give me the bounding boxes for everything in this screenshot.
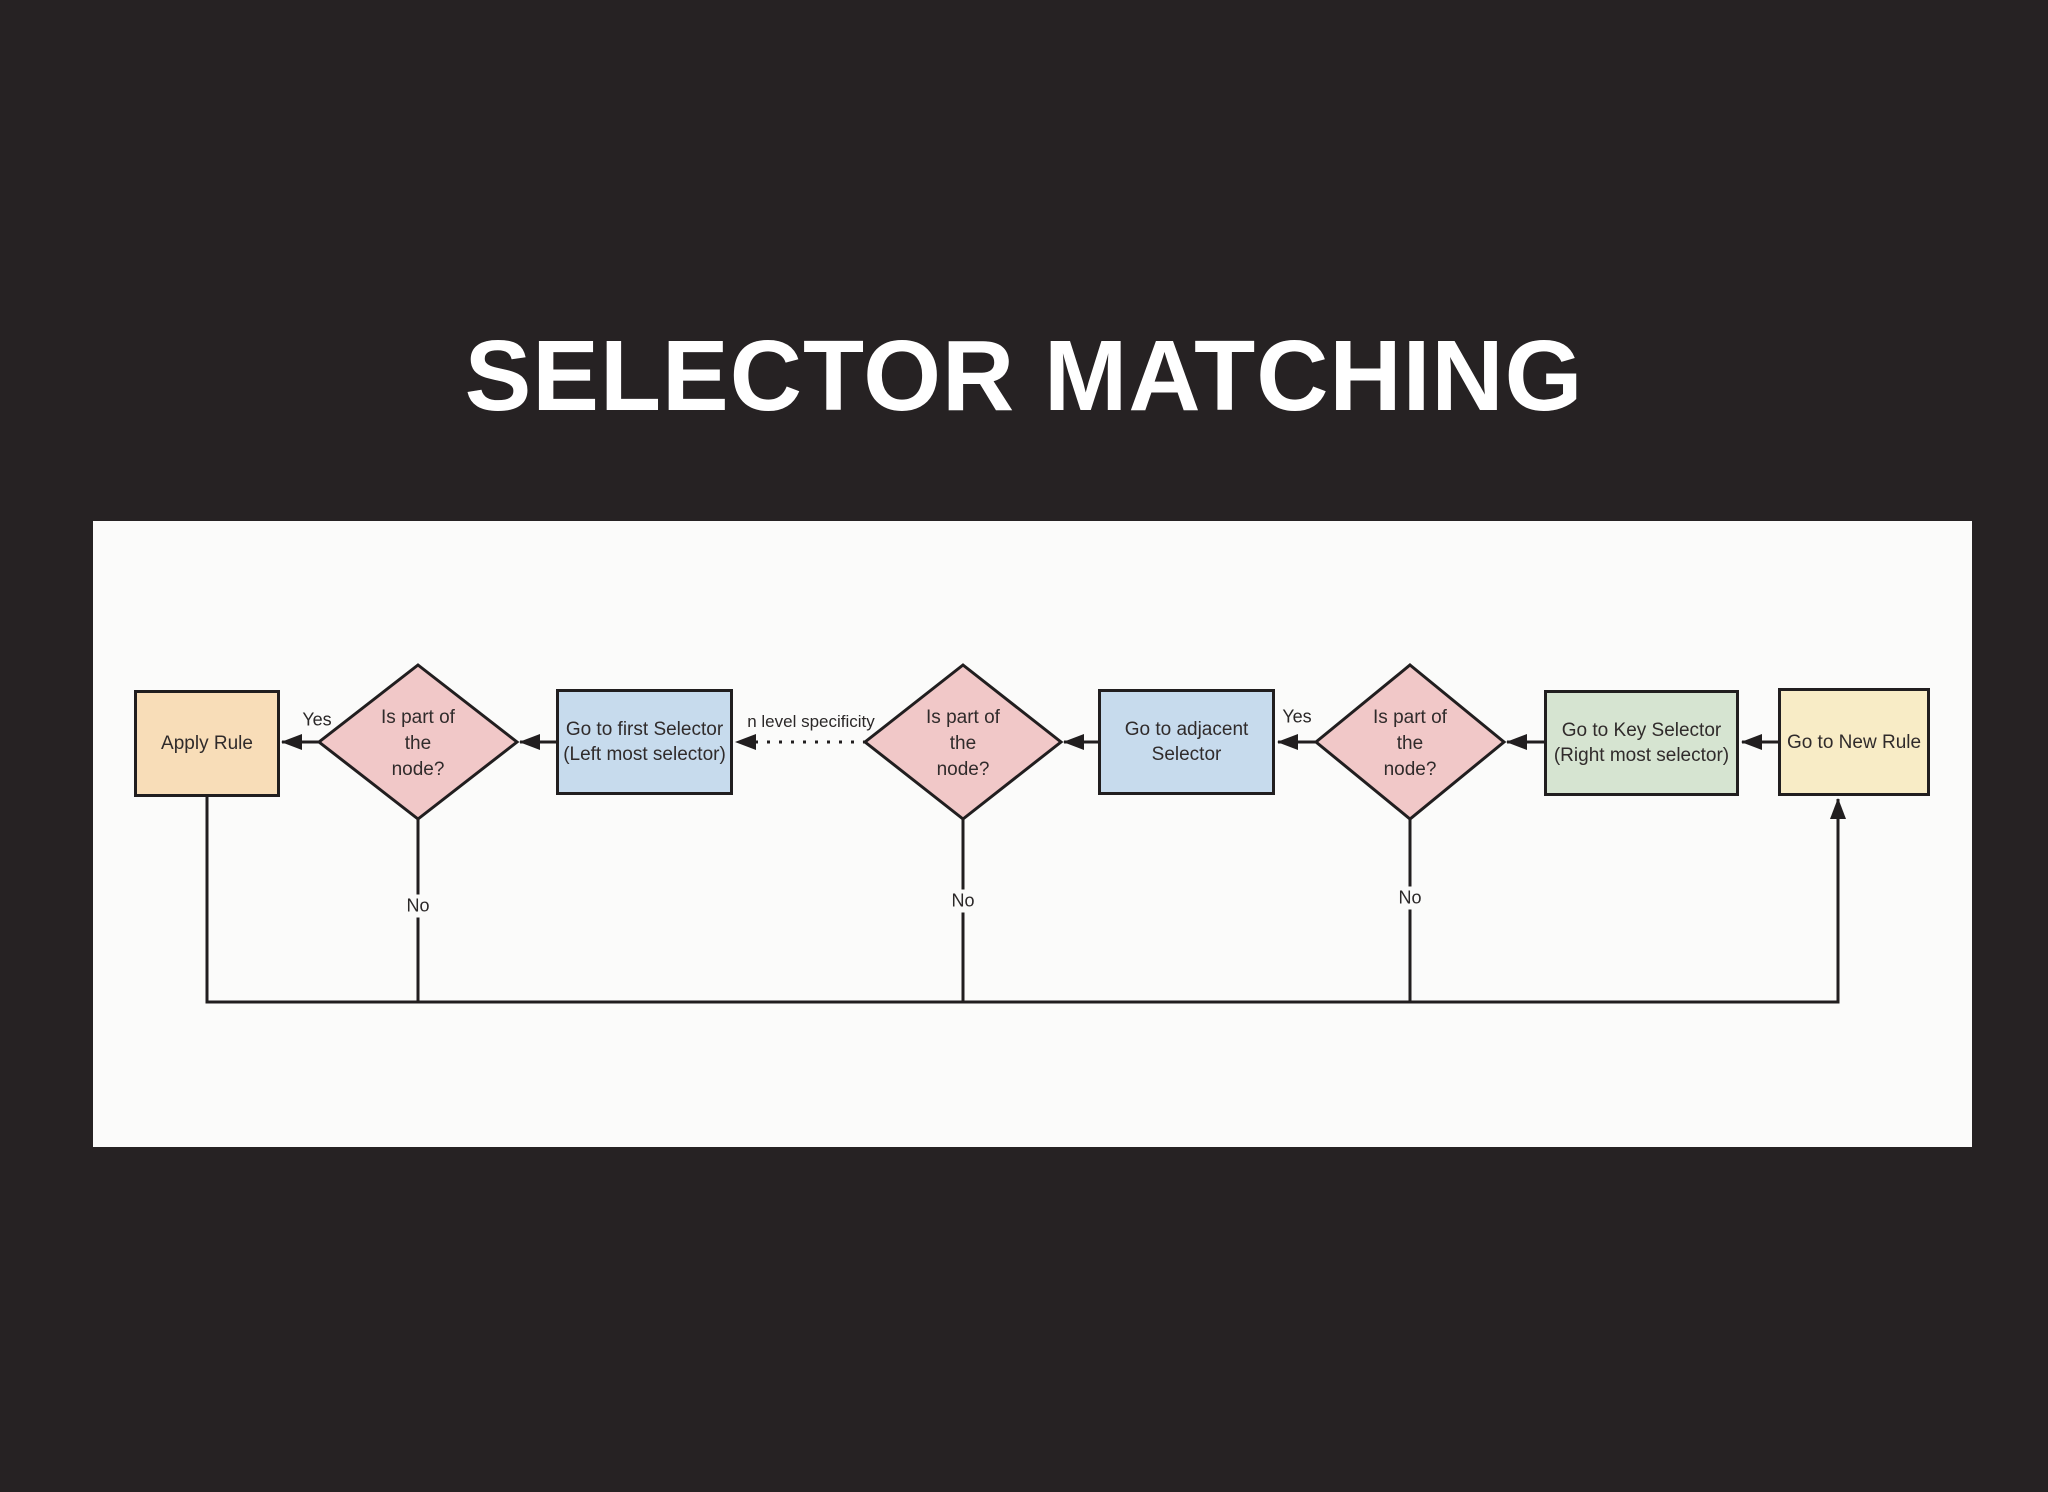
decision-diamond-2 <box>862 663 1064 821</box>
edge-label-no-1: No <box>402 894 434 918</box>
decision-diamond-1 <box>316 663 520 821</box>
decision-diamond-3 <box>1313 663 1507 821</box>
edge-label-yes-right: Yes <box>1282 706 1312 727</box>
node-go-to-adjacent-selector: Go to adjacent Selector <box>1098 689 1275 795</box>
node-go-to-key-selector: Go to Key Selector (Right most selector) <box>1544 690 1739 796</box>
edge-label-no-2: No <box>947 889 979 913</box>
decision-2-label: Is part of the node? <box>926 707 1000 780</box>
decision-1-label: Is part of the node? <box>381 707 455 780</box>
decision-3-label: Is part of the node? <box>1373 707 1447 780</box>
node-go-to-first-selector: Go to first Selector (Left most selector… <box>556 689 733 795</box>
edge-label-yes-left: Yes <box>302 709 332 730</box>
node-go-to-new-rule: Go to New Rule <box>1778 688 1930 796</box>
node-apply-rule: Apply Rule <box>134 690 280 797</box>
edge-loop-to-new-rule <box>205 797 1846 1004</box>
edge-label-no-3: No <box>1394 886 1426 910</box>
page-title: SELECTOR MATCHING <box>464 320 1584 432</box>
edge-label-n-level-specificity: n level specificity <box>747 712 875 731</box>
flowchart-canvas: Apply Rule Go to first Selector (Left mo… <box>93 521 1972 1147</box>
flowchart-wires <box>205 663 1846 1004</box>
